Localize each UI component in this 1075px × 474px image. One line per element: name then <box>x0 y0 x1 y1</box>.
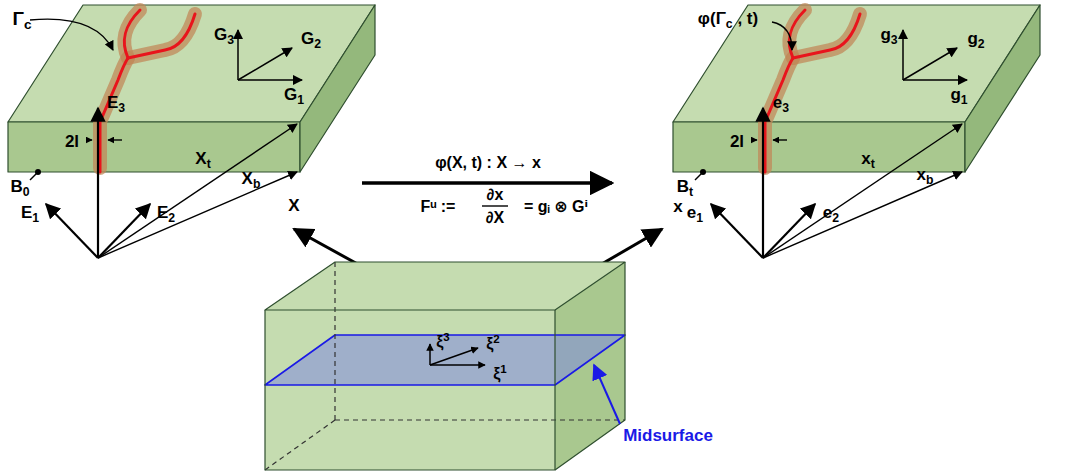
crack-label: φ(Γc , t) <box>698 10 758 30</box>
frame-label: E2 <box>157 204 175 224</box>
vector-label: xt <box>861 150 875 170</box>
midsurface-pointer <box>594 365 620 424</box>
frame-label: e3 <box>773 94 789 114</box>
body-dot <box>35 169 41 175</box>
formula-label: Fᵘ := <box>421 199 456 215</box>
width-label: 2l <box>65 133 79 150</box>
vector-label: x <box>673 198 682 215</box>
reference-plate <box>8 5 375 172</box>
mapping-label: φ(X, t) : X → x <box>435 155 541 171</box>
frame-label: e2 <box>823 204 839 224</box>
crack-label: Γc <box>12 9 31 32</box>
basis-label: G2 <box>301 30 321 50</box>
vector-label: xb <box>917 166 934 186</box>
crack-band <box>765 10 860 172</box>
axis-label: ξ2 <box>486 334 500 352</box>
axis-label: ξ1 <box>493 364 507 382</box>
basis-vectors <box>238 30 967 80</box>
frame-label: e1 <box>687 204 703 224</box>
global-frame <box>46 108 815 258</box>
formula-label: ∂X <box>486 210 505 226</box>
formula-label: = gᵢ ⊗ Gⁱ <box>524 199 588 215</box>
basis-label: G1 <box>284 86 304 106</box>
midsurface-label: Midsurface <box>623 427 713 444</box>
formula-label: ∂x <box>487 187 504 203</box>
body-dot <box>700 169 706 175</box>
body-label: Bt <box>677 178 693 198</box>
basis-label: G3 <box>214 26 234 46</box>
frame-label: E1 <box>21 204 39 224</box>
width-label: 2l <box>730 133 744 150</box>
crack-band <box>100 10 195 172</box>
basis-label: g2 <box>967 30 984 50</box>
axis-label: ξ3 <box>436 332 450 350</box>
parameter-block <box>265 262 625 470</box>
position-vectors <box>98 124 962 258</box>
vector-label: Xt <box>195 150 210 170</box>
body-label: B0 <box>10 178 29 198</box>
frame-label: E3 <box>107 94 125 114</box>
current-plate <box>673 5 1040 172</box>
basis-label: g1 <box>950 86 967 106</box>
basis-label: g3 <box>880 26 897 46</box>
mapping-arrows <box>294 183 662 272</box>
vector-label: X <box>288 197 299 214</box>
vector-label: Xb <box>242 170 261 190</box>
leader-lines <box>30 19 792 180</box>
